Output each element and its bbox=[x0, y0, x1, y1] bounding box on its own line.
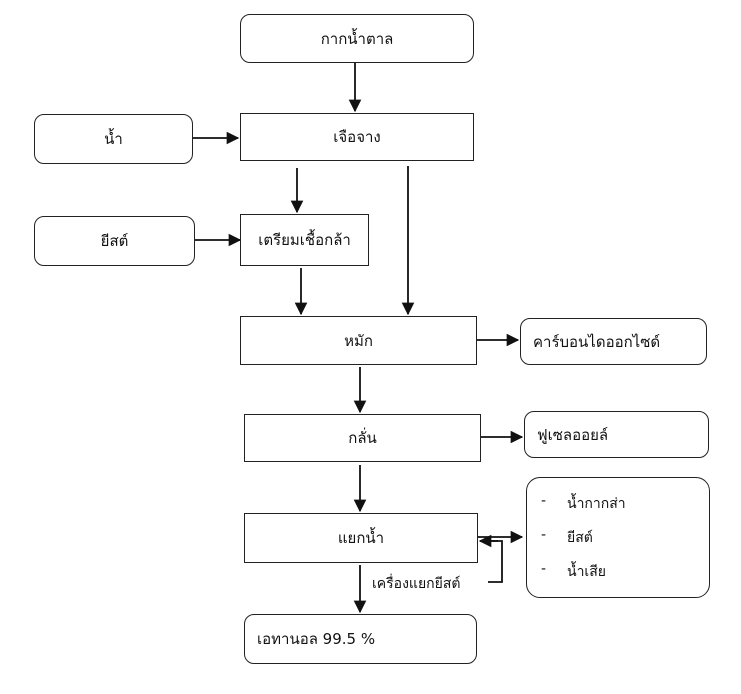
node-dehydrate: แยกน้ำ bbox=[244, 513, 478, 563]
node-byproducts: - น้ำกากส่า - ยีสต์ - น้ำเสีย bbox=[526, 477, 710, 598]
bullet-dash: - bbox=[541, 493, 547, 509]
bullet-dash: - bbox=[541, 561, 547, 577]
bullet-dash: - bbox=[541, 527, 547, 543]
node-dilute: เจือจาง bbox=[240, 113, 474, 161]
byproduct-label: น้ำกากส่า bbox=[567, 496, 626, 512]
node-yeast: ยีสต์ bbox=[34, 216, 195, 266]
label-yeast-separator: เครื่องแยกยีสต์ bbox=[372, 576, 461, 592]
node-ferment: หมัก bbox=[240, 316, 477, 365]
node-molasses: กากน้ำตาล bbox=[240, 14, 474, 63]
node-water: น้ำ bbox=[34, 114, 193, 164]
byproduct-label: ยีสต์ bbox=[567, 530, 593, 546]
node-co2: คาร์บอนไดออกไซด์ bbox=[520, 318, 707, 365]
byproduct-item: - ยีสต์ bbox=[541, 527, 709, 561]
node-starter: เตรียมเชื้อกล้า bbox=[240, 214, 369, 266]
node-ethanol: เอทานอล 99.5 % bbox=[244, 614, 477, 664]
byproduct-item: - น้ำเสีย bbox=[541, 561, 709, 595]
byproduct-label: น้ำเสีย bbox=[567, 564, 606, 580]
byproduct-item: - น้ำกากส่า bbox=[541, 493, 709, 527]
node-fusel-oil: ฟูเซลออยล์ bbox=[524, 411, 709, 458]
node-distill: กลั่น bbox=[244, 414, 481, 462]
arrow-separator-return bbox=[480, 540, 503, 583]
